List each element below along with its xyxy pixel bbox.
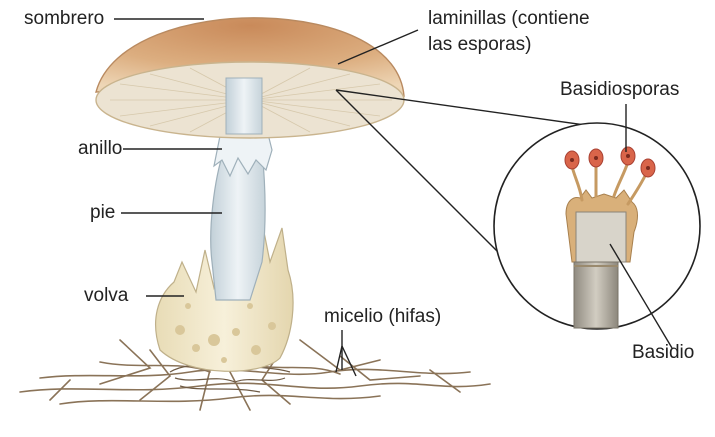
label-basidiospores: Basidiosporas (560, 79, 679, 101)
label-gills-line2: las esporas) (428, 34, 532, 56)
stem-top (226, 78, 262, 134)
label-volva: volva (84, 285, 128, 307)
label-cap: sombrero (24, 8, 104, 30)
label-ring: anillo (78, 138, 122, 160)
label-mycelium: micelio (hifas) (324, 306, 441, 328)
label-basidium: Basidio (632, 342, 694, 364)
label-gills-line1: laminillas (contiene (428, 8, 590, 30)
label-stem: pie (90, 202, 115, 224)
